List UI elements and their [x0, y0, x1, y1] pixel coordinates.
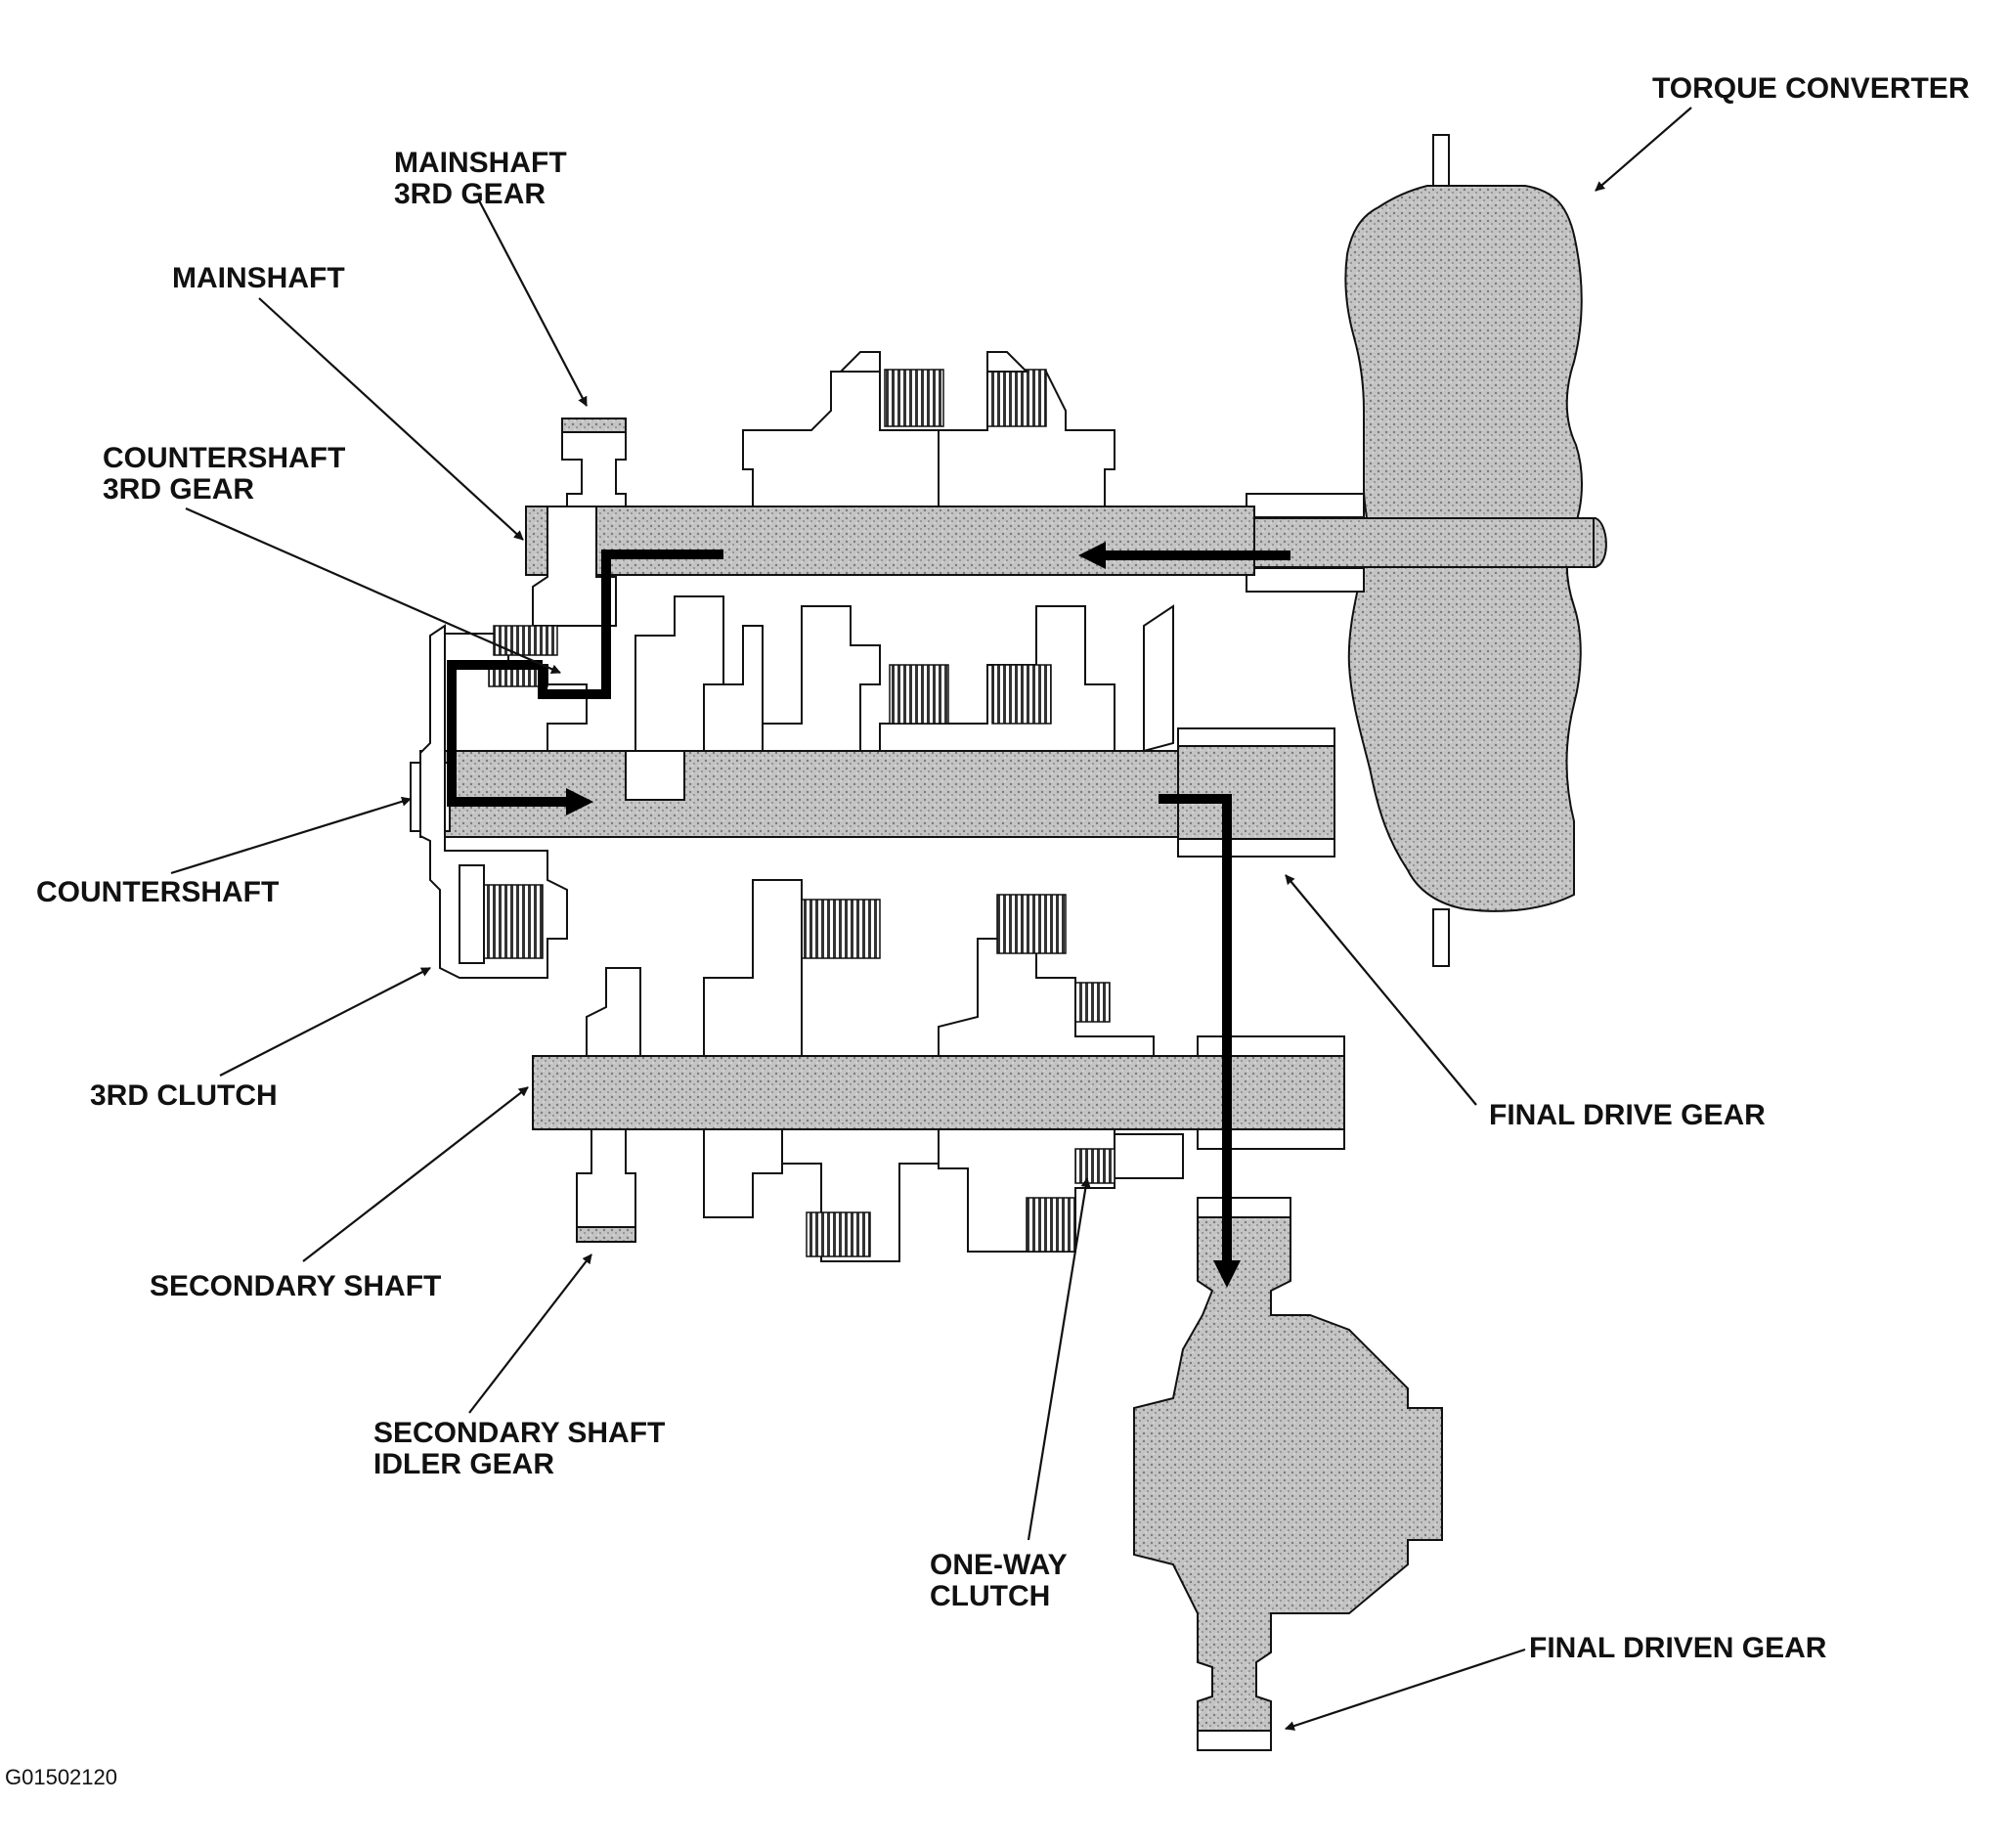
label-final-drive-gear: FINAL DRIVE GEAR	[1489, 1099, 1766, 1131]
callout-labels: TORQUE CONVERTER MAINSHAFT 3RD GEAR MAIN…	[5, 72, 1970, 1789]
final-driven-gear	[1133, 1197, 1443, 1751]
power-flow-path	[447, 542, 1290, 1288]
label-mainshaft: MAINSHAFT	[172, 262, 345, 294]
label-one-way-clutch-line1: ONE-WAY	[930, 1549, 1068, 1581]
label-one-way-clutch-line2: CLUTCH	[930, 1580, 1050, 1612]
label-countershaft-3rd-gear-line1: COUNTERSHAFT	[103, 442, 345, 474]
label-secondary-shaft: SECONDARY SHAFT	[150, 1270, 441, 1302]
countershaft-assembly	[410, 595, 1335, 858]
label-countershaft: COUNTERSHAFT	[36, 876, 279, 908]
leader-lines	[170, 107, 1692, 1731]
label-countershaft-3rd-gear-line2: 3RD GEAR	[103, 473, 254, 506]
label-final-driven-gear: FINAL DRIVEN GEAR	[1529, 1632, 1827, 1664]
label-mainshaft-3rd-gear-line2: 3RD GEAR	[394, 178, 546, 210]
label-mainshaft-3rd-gear-line1: MAINSHAFT	[394, 147, 567, 179]
mainshaft-assembly	[525, 351, 1255, 627]
label-torque-converter: TORQUE CONVERTER	[1652, 72, 1970, 105]
secondary-shaft-assembly	[532, 879, 1345, 1262]
figure-code: G01502120	[5, 1765, 117, 1789]
label-secondary-shaft-idler-gear-line1: SECONDARY SHAFT	[373, 1417, 665, 1449]
torque-converter	[1246, 134, 1607, 967]
third-clutch-housing	[419, 624, 568, 979]
label-secondary-shaft-idler-gear-line2: IDLER GEAR	[373, 1448, 554, 1480]
label-3rd-clutch: 3RD CLUTCH	[90, 1079, 278, 1112]
